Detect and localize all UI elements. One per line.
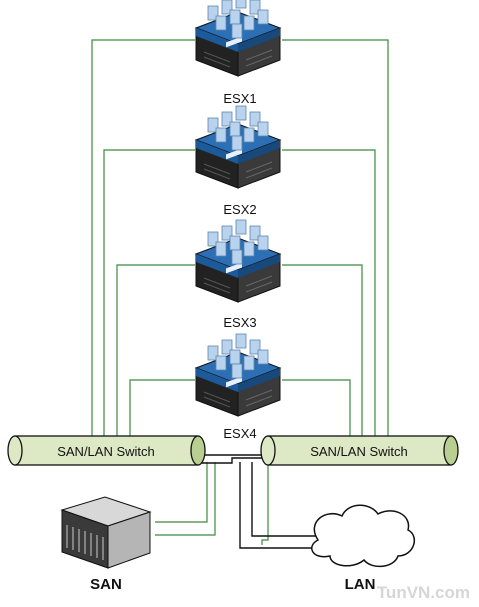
label-esx4: ESX4	[223, 426, 256, 441]
link-esx4-left	[129, 379, 195, 440]
label-esx1: ESX1	[223, 91, 256, 106]
link-esx1-right	[282, 39, 389, 440]
switch-right-label: SAN/LAN Switch	[310, 444, 408, 459]
link-san-c	[261, 462, 269, 545]
link-esx3-right	[282, 264, 363, 440]
link-esx2-right	[282, 149, 376, 440]
link-switch-interconnect-b	[198, 457, 268, 464]
switch-left-label: SAN/LAN Switch	[57, 444, 155, 459]
label-esx2: ESX2	[223, 202, 256, 217]
link-san-b	[155, 462, 208, 523]
server-esx4	[195, 333, 281, 417]
lan-cloud-icon	[311, 504, 416, 568]
server-esx1	[195, 0, 281, 77]
link-esx2-left	[103, 149, 195, 440]
lan-label: LAN	[345, 576, 376, 593]
watermark: TunVN.com	[377, 583, 470, 602]
server-esx2	[195, 105, 281, 189]
link-esx1-left	[91, 39, 195, 440]
link-esx4-right	[282, 379, 351, 440]
san-storage-icon	[60, 496, 152, 569]
switch-left: SAN/LAN Switch	[7, 435, 206, 466]
label-esx3: ESX3	[223, 315, 256, 330]
link-san-a	[155, 462, 216, 536]
link-lan-b	[251, 462, 318, 537]
san-label: SAN	[90, 576, 122, 593]
link-lan-a	[239, 462, 318, 549]
link-esx3-left	[116, 264, 195, 440]
server-esx3	[195, 219, 281, 303]
switch-right: SAN/LAN Switch	[260, 435, 459, 466]
